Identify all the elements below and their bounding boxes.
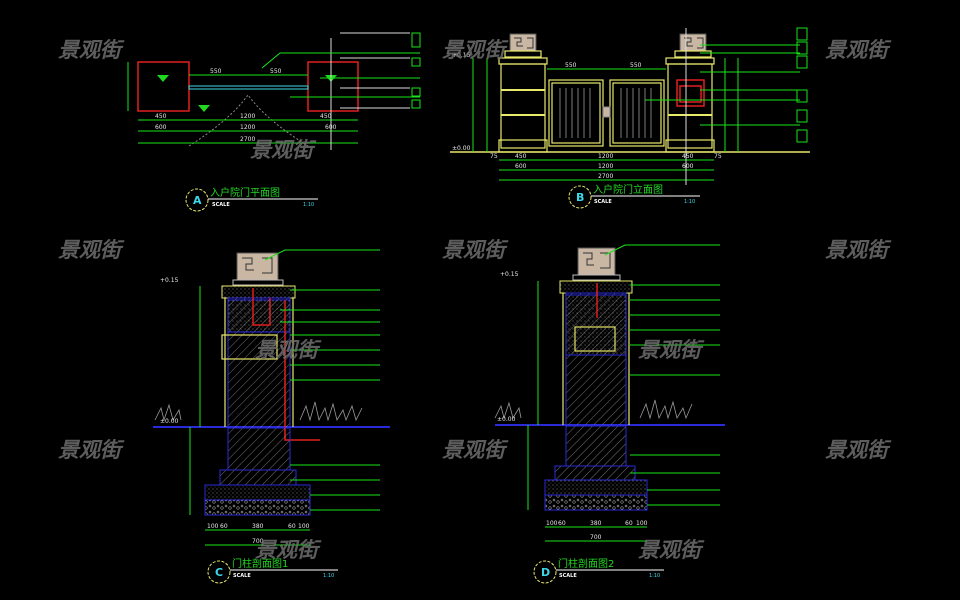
- scale-value: 1:10: [684, 199, 695, 205]
- dim-gate: 1200: [598, 163, 613, 170]
- watermark: 景观街: [442, 38, 509, 62]
- dim-c: 60: [288, 523, 296, 530]
- dim-leaf: 550: [630, 62, 642, 69]
- mailbox: [676, 79, 705, 107]
- callout-tags: [340, 32, 421, 109]
- dim-total: 2700: [240, 136, 255, 143]
- view-title: 入户院门立面图: [593, 183, 663, 196]
- callout-tags: [645, 27, 808, 143]
- watermark: 景观街: [58, 238, 125, 262]
- dim-gate: 1200: [598, 153, 613, 160]
- watermark: 景观街: [825, 438, 892, 462]
- dim-side: 600: [155, 124, 167, 131]
- top-ornament: [577, 247, 616, 276]
- dim-gate: 1200: [240, 113, 255, 120]
- level-ground: ±0.00: [160, 418, 179, 425]
- view-tag: D: [541, 566, 550, 579]
- dim-side: 600: [682, 163, 694, 170]
- watermark: 景观街: [638, 338, 705, 362]
- level-top: +0.15: [160, 277, 179, 284]
- level-top: +0.15: [500, 271, 519, 278]
- dim-a: 100: [207, 523, 219, 530]
- title-block-c: C 门柱剖面图1 SCALE 1:10: [207, 557, 338, 584]
- dim-pillar: 450: [155, 113, 167, 120]
- dim-total: 700: [252, 538, 264, 545]
- dim-d: 100: [636, 520, 648, 527]
- dim-b: 60: [220, 523, 228, 530]
- level-marker-icon: [198, 105, 210, 112]
- dim-side: 600: [515, 163, 527, 170]
- scale-label: SCALE: [212, 202, 230, 208]
- elevation-view-b: +0.15 ±0.00 550 550 75 450 1200 450 75 6…: [450, 27, 810, 185]
- view-title: 门柱剖面图1: [232, 557, 288, 570]
- watermark: 景观街: [638, 538, 705, 562]
- section-view-c: 100 60 380 60 100 700 +0.15 ±0.00: [153, 249, 390, 546]
- left-pillar-elevation: [498, 33, 548, 153]
- dim-a: 100: [546, 520, 558, 527]
- right-pillar-elevation: [665, 33, 715, 153]
- scale-value: 1:10: [303, 202, 314, 208]
- view-tag: A: [193, 194, 202, 207]
- watermark: 景观街: [58, 38, 125, 62]
- mailbox-opening: [574, 326, 616, 352]
- dim-d: 100: [298, 523, 310, 530]
- title-block-b: B 入户院门立面图 SCALE 1:10: [568, 183, 700, 209]
- watermark: 景观街: [442, 238, 509, 262]
- watermark: 景观街: [442, 438, 509, 462]
- dim-total: 2700: [598, 173, 613, 180]
- left-pillar-plan: [137, 61, 190, 112]
- dim-leaf: 550: [210, 68, 222, 75]
- dim-c: 60: [625, 520, 633, 527]
- watermark: 景观街: [825, 238, 892, 262]
- view-tag: B: [576, 191, 584, 204]
- view-title: 入户院门平面图: [210, 186, 280, 199]
- scale-label: SCALE: [594, 199, 612, 205]
- level-ground: ±0.00: [452, 145, 471, 152]
- callout-leaders: [264, 249, 380, 511]
- dim-leaf: 550: [565, 62, 577, 69]
- dim-core: 380: [252, 523, 264, 530]
- dim-gate: 1200: [240, 124, 255, 131]
- dim-edge: 75: [490, 153, 498, 160]
- gate-leaf-plan: [188, 85, 309, 90]
- dim-pillar: 450: [682, 153, 694, 160]
- scale-value: 1:10: [649, 573, 660, 579]
- watermark: 景观街: [255, 538, 322, 562]
- level-marker-icon: [157, 75, 169, 82]
- section-view-d: 100 60 380 60 100 700 +0.15 ±0.00: [494, 244, 725, 542]
- dim-leaf: 550: [270, 68, 282, 75]
- scale-value: 1:10: [323, 573, 334, 579]
- mailbox-opening: [221, 334, 278, 360]
- watermark: 景观街: [255, 338, 322, 362]
- watermark: 景观街: [825, 38, 892, 62]
- callout-leaders: [604, 244, 720, 506]
- dim-core: 380: [590, 520, 602, 527]
- view-title: 门柱剖面图2: [558, 557, 614, 570]
- watermarks: 景观街 景观街 景观街 景观街 景观街 景观街 景观街 景观街 景观街 景观街 …: [58, 38, 892, 562]
- level-top: +0.15: [452, 52, 471, 59]
- view-tag: C: [215, 566, 223, 579]
- dim-total: 700: [590, 534, 602, 541]
- shrub-planting: [154, 401, 363, 422]
- shrub-planting: [494, 399, 693, 420]
- dim-pillar: 450: [320, 113, 332, 120]
- watermark: 景观街: [58, 438, 125, 462]
- level-ground: ±0.00: [497, 416, 516, 423]
- watermark: 景观街: [250, 138, 317, 162]
- right-pillar-plan: [307, 61, 359, 112]
- title-block-a: A 入户院门平面图 SCALE 1:10: [185, 186, 318, 212]
- title-block-d: D 门柱剖面图2 SCALE 1:10: [533, 557, 664, 584]
- scale-label: SCALE: [559, 573, 577, 579]
- dim-pillar: 450: [515, 153, 527, 160]
- dim-b: 60: [558, 520, 566, 527]
- plan-view-a: 450 1200 550 550 600 1200 600 2700 450: [127, 32, 421, 150]
- dim-edge: 75: [714, 153, 722, 160]
- scale-label: SCALE: [233, 573, 251, 579]
- gate-leaves-elevation: [548, 79, 665, 147]
